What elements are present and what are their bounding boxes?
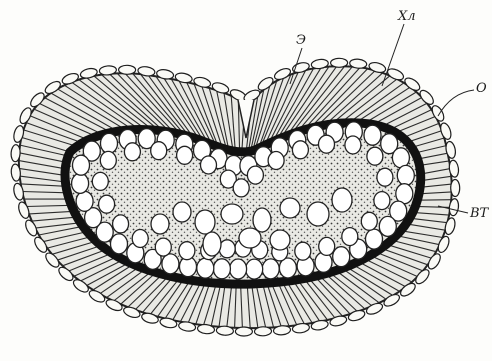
- parenchyma-cell: [76, 191, 93, 211]
- parenchyma-cell: [307, 202, 329, 226]
- parenchyma-cell: [203, 232, 221, 256]
- parenchyma-cell: [377, 168, 393, 186]
- epidermis-cell: [216, 326, 234, 336]
- parenchyma-cell: [268, 152, 284, 170]
- epidermis-cell: [235, 327, 252, 336]
- parenchyma-cell: [173, 202, 191, 222]
- epidermis-cell: [11, 144, 21, 162]
- palisade-cell-wall: [417, 200, 451, 201]
- parenchyma-cell: [397, 165, 414, 185]
- epidermis-cell: [331, 58, 348, 67]
- parenchyma-cell: [233, 179, 249, 197]
- parenchyma-cell: [392, 148, 409, 168]
- parenchyma-cell: [253, 208, 271, 232]
- parenchyma-cell: [262, 259, 279, 279]
- parenchyma-cell: [374, 192, 390, 210]
- parenchyma-cell: [155, 238, 171, 256]
- parenchyma-cell: [364, 125, 381, 145]
- parenchyma-cell: [247, 166, 263, 184]
- parenchyma-cell: [201, 156, 217, 174]
- label-chlorenchyma: Хл: [397, 9, 416, 24]
- parenchyma-cell: [230, 259, 247, 279]
- parenchyma-cell: [366, 229, 383, 249]
- label-inner: ВТ: [469, 206, 490, 221]
- parenchyma-cell: [162, 254, 179, 274]
- parenchyma-cell: [361, 212, 377, 230]
- parenchyma-cell: [113, 215, 129, 233]
- parenchyma-cell: [367, 147, 383, 165]
- parenchyma-cell: [132, 230, 148, 248]
- parenchyma-cell: [345, 136, 361, 154]
- label-outer: О: [476, 81, 487, 96]
- parenchyma-cell: [151, 214, 169, 234]
- leader-outer: [438, 90, 474, 116]
- label-epidermis: Э: [296, 33, 306, 48]
- parenchyma-cell: [92, 172, 108, 190]
- parenchyma-cell: [195, 210, 215, 234]
- parenchyma-cell: [72, 173, 89, 193]
- parenchyma-cell: [295, 242, 311, 260]
- parenchyma-cell: [379, 216, 396, 236]
- parenchyma-cell: [332, 188, 352, 212]
- parenchyma-cell: [246, 259, 263, 279]
- parenchyma-cell: [100, 151, 116, 169]
- parenchyma-cell: [111, 234, 128, 254]
- parenchyma-cell: [213, 259, 230, 279]
- epidermis-cell: [451, 179, 460, 196]
- parenchyma-cell: [151, 142, 167, 160]
- parenchyma-cell: [239, 228, 261, 248]
- parenchyma-cell: [342, 228, 358, 246]
- parenchyma-cell: [270, 230, 290, 250]
- epidermis-cell: [254, 327, 271, 337]
- parenchyma-cell: [319, 135, 335, 153]
- parenchyma-cell: [333, 247, 350, 267]
- parenchyma-cell: [221, 204, 243, 224]
- parenchyma-cell: [319, 237, 335, 255]
- parenchyma-cell: [99, 195, 115, 213]
- parenchyma-cell: [197, 258, 214, 278]
- parenchyma-cell: [219, 240, 235, 258]
- parenchyma-cell: [101, 133, 118, 153]
- parenchyma-cell: [177, 146, 193, 164]
- parenchyma-cell: [292, 141, 308, 159]
- parenchyma-cell: [280, 198, 300, 218]
- epidermis-cell: [119, 65, 136, 74]
- parenchyma-cell: [179, 242, 195, 260]
- parenchyma-cell: [124, 143, 140, 161]
- parenchyma-cell: [73, 155, 90, 175]
